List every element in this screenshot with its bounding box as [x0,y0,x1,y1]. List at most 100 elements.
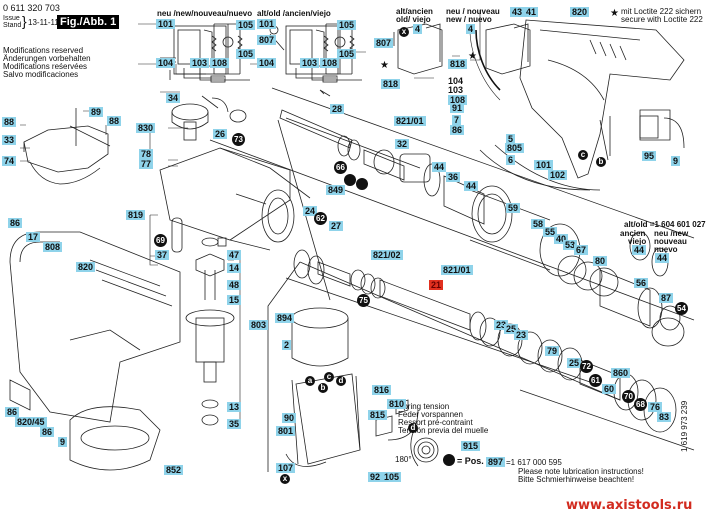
part-label[interactable]: 4 [413,24,423,34]
part-label[interactable]: 76 [648,402,663,412]
part-label[interactable]: 108 [210,58,230,68]
part-label[interactable]: 105 [236,49,256,59]
part-label[interactable]: 80 [593,256,608,266]
part-label[interactable]: 86 [450,125,465,135]
part-label[interactable]: 24 [303,206,318,216]
part-label[interactable]: 77 [139,159,154,169]
lubrication-marker[interactable]: 70 [622,390,635,403]
part-label[interactable]: 40 [554,234,569,244]
part-label[interactable]: 821/01 [441,265,473,275]
part-label[interactable]: 807 [257,35,277,45]
part-label[interactable]: 55 [543,227,558,237]
part-label[interactable]: 9 [58,437,68,447]
part-label[interactable]: 56 [634,278,649,288]
part-label[interactable]: 91 [450,103,465,113]
part-label[interactable]: 108 [448,95,468,105]
part-label[interactable]: 28 [330,104,345,114]
part-label[interactable]: 34 [166,93,181,103]
part-label[interactable]: 104 [448,76,464,86]
part-label[interactable]: 915 [461,441,481,451]
part-label[interactable]: 807 [374,38,394,48]
part-label[interactable]: 819 [126,210,146,220]
part-label[interactable]: 95 [642,151,657,161]
part-label[interactable]: 103 [190,58,210,68]
part-label[interactable]: 107 [276,463,296,473]
part-label[interactable]: 26 [213,129,228,139]
part-label[interactable]: 803 [249,320,269,330]
lubrication-marker[interactable]: 72 [580,360,593,373]
part-label[interactable]: 78 [139,149,154,159]
part-label[interactable]: 86 [40,427,55,437]
part-label[interactable]: 101 [534,160,554,170]
part-label[interactable]: 805 [505,143,525,153]
part-label[interactable]: 101 [156,19,176,29]
part-label[interactable]: 849 [326,185,346,195]
part-label[interactable]: 79 [545,346,560,356]
part-label[interactable]: 820 [76,262,96,272]
part-label[interactable]: 23 [514,330,529,340]
part-label[interactable]: 815 [368,410,388,420]
part-label[interactable]: 44 [655,253,670,263]
part-label[interactable]: 104 [257,58,277,68]
part-label[interactable]: 102 [548,170,568,180]
part-label[interactable]: 35 [227,419,242,429]
part-label[interactable]: 25 [567,358,582,368]
part-label[interactable]: 60 [602,384,617,394]
part-label[interactable]: 47 [227,250,242,260]
part-label[interactable]: 17 [26,232,41,242]
part-label[interactable]: 86 [5,407,20,417]
part-label[interactable]: 821/02 [371,250,403,260]
part-label[interactable]: 821/01 [394,116,426,126]
lubrication-marker[interactable]: 61 [589,374,602,387]
part-label[interactable]: 53 [563,240,578,250]
part-label[interactable]: 74 [2,156,17,166]
part-label[interactable]: 818 [448,59,468,69]
part-label[interactable]: 103 [300,58,320,68]
part-label[interactable]: 830 [136,123,156,133]
lubrication-marker[interactable]: 54 [675,302,688,315]
part-label[interactable]: 23 [494,320,509,330]
part-label[interactable]: 14 [227,263,242,273]
part-label[interactable]: 90 [282,413,297,423]
part-label[interactable]: 810 [387,399,407,409]
part-label[interactable]: 894 [275,313,295,323]
part-label[interactable]: 59 [506,203,521,213]
part-label[interactable]: 104 [156,58,176,68]
part-label[interactable]: 5 [506,134,516,144]
part-label[interactable]: 108 [320,58,340,68]
part-label[interactable]: 83 [657,412,672,422]
part-label[interactable]: 41 [524,7,539,17]
part-label[interactable]: 105 [337,49,357,59]
part-label[interactable]: 36 [446,172,461,182]
part-label[interactable]: 25 [504,324,519,334]
part-label[interactable]: 48 [227,280,242,290]
part-label[interactable]: 44 [432,162,447,172]
part-label[interactable]: 860 [611,368,631,378]
part-label[interactable]: 2 [282,340,292,350]
part-label[interactable]: 32 [395,139,410,149]
part-label[interactable]: 852 [164,465,184,475]
watermark-url[interactable]: www.axistools.ru [566,498,693,513]
part-label[interactable]: 816 [372,385,392,395]
part-label[interactable]: 89 [89,107,104,117]
part-label[interactable]: 13 [227,402,242,412]
lubrication-marker[interactable]: 66 [334,161,347,174]
part-label[interactable]: 6 [506,155,516,165]
part-label[interactable]: 58 [531,219,546,229]
part-label[interactable]: 7 [452,115,462,125]
part-label[interactable]: 44 [464,181,479,191]
lubrication-marker[interactable]: 73 [232,133,245,146]
part-label[interactable]: 88 [107,116,122,126]
part-label[interactable]: 4 [466,24,476,34]
lubrication-marker[interactable]: 68 [634,398,647,411]
part-label[interactable]: 818 [381,79,401,89]
part-label[interactable]: 43 [510,7,525,17]
part-label[interactable]: 105 [236,20,256,30]
part-label[interactable]: 33 [2,135,17,145]
part-label[interactable]: 87 [659,293,674,303]
part-label[interactable]: 15 [227,295,242,305]
part-label[interactable]: 103 [448,85,464,95]
lubrication-marker[interactable]: 62 [314,212,327,225]
part-label[interactable]: 101 [257,19,277,29]
lubrication-marker[interactable]: 69 [154,234,167,247]
